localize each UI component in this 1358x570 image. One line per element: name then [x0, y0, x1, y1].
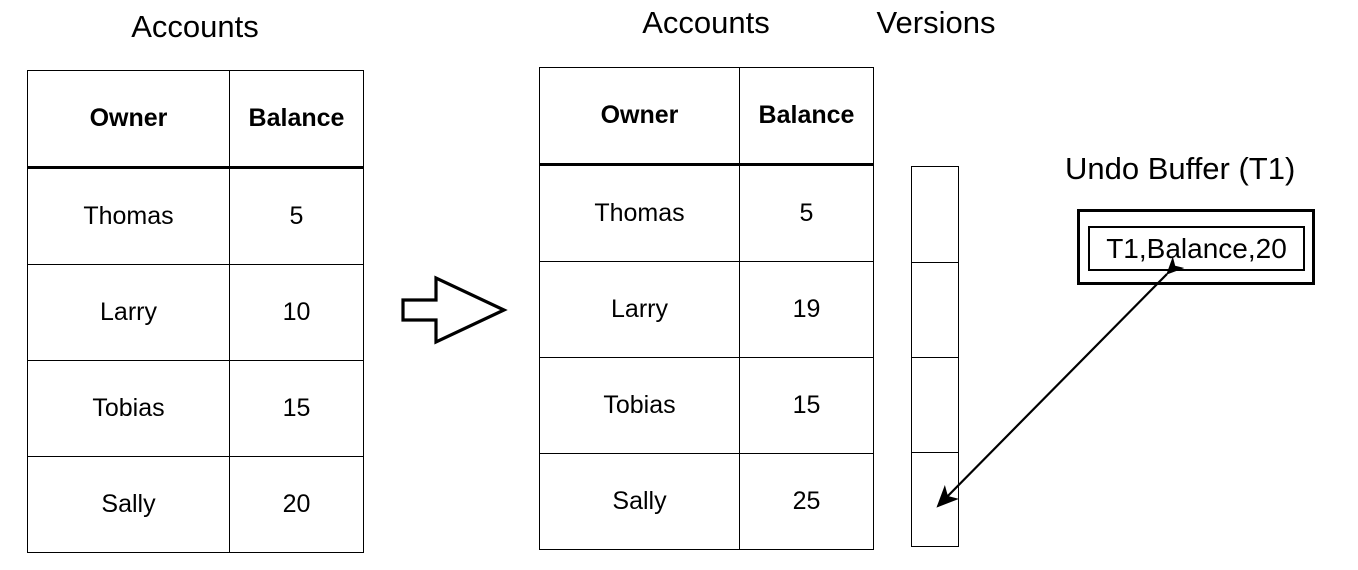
cell-owner: Sally	[27, 456, 230, 553]
column-header-balance: Balance	[229, 70, 364, 169]
cell-owner: Larry	[27, 264, 230, 361]
accounts-table-before: Owner Balance Thomas 5 Larry 10 Tobias 1…	[27, 70, 364, 553]
undo-buffer-box: T1,Balance,20	[1077, 209, 1315, 285]
table-row: Sally 25	[539, 453, 874, 550]
transform-arrow-icon	[400, 272, 508, 348]
version-slot	[912, 263, 958, 358]
column-header-owner: Owner	[27, 70, 230, 169]
cell-balance: 19	[739, 261, 874, 358]
undo-buffer-connector-arrow-icon	[920, 256, 1185, 518]
versions-title: Versions	[876, 5, 996, 40]
accounts-table-after: Owner Balance Thomas 5 Larry 19 Tobias 1…	[539, 67, 874, 550]
cell-balance: 10	[229, 264, 364, 361]
table-row: Larry 10	[27, 264, 364, 361]
cell-balance: 5	[229, 167, 364, 265]
table-header-row: Owner Balance	[539, 67, 874, 166]
undo-buffer-entry-text: T1,Balance,20	[1106, 232, 1287, 264]
cell-owner: Thomas	[27, 167, 230, 265]
table-row: Larry 19	[539, 261, 874, 358]
table-header-row: Owner Balance	[27, 70, 364, 169]
undo-buffer-entry-slot: T1,Balance,20	[1088, 226, 1305, 271]
table-row: Thomas 5	[27, 167, 364, 265]
version-slot	[912, 167, 958, 263]
undo-buffer-title: Undo Buffer (T1)	[1065, 151, 1296, 186]
cell-owner: Tobias	[539, 357, 740, 454]
column-header-balance: Balance	[739, 67, 874, 166]
cell-owner: Thomas	[539, 164, 740, 262]
cell-owner: Sally	[539, 453, 740, 550]
table-title-accounts-before: Accounts	[131, 9, 259, 44]
cell-balance: 5	[739, 164, 874, 262]
cell-owner: Tobias	[27, 360, 230, 457]
cell-balance: 15	[229, 360, 364, 457]
cell-balance-updated: 25	[739, 453, 874, 550]
table-row: Thomas 5	[539, 164, 874, 262]
cell-balance: 20	[229, 456, 364, 553]
cell-balance: 15	[739, 357, 874, 454]
cell-owner: Larry	[539, 261, 740, 358]
versions-column	[911, 166, 959, 547]
table-title-accounts-after: Accounts	[642, 5, 770, 40]
column-header-owner: Owner	[539, 67, 740, 166]
table-row: Sally 20	[27, 456, 364, 553]
table-row: Tobias 15	[27, 360, 364, 457]
table-row: Tobias 15	[539, 357, 874, 454]
version-slot-target	[912, 453, 958, 546]
version-slot	[912, 358, 958, 453]
